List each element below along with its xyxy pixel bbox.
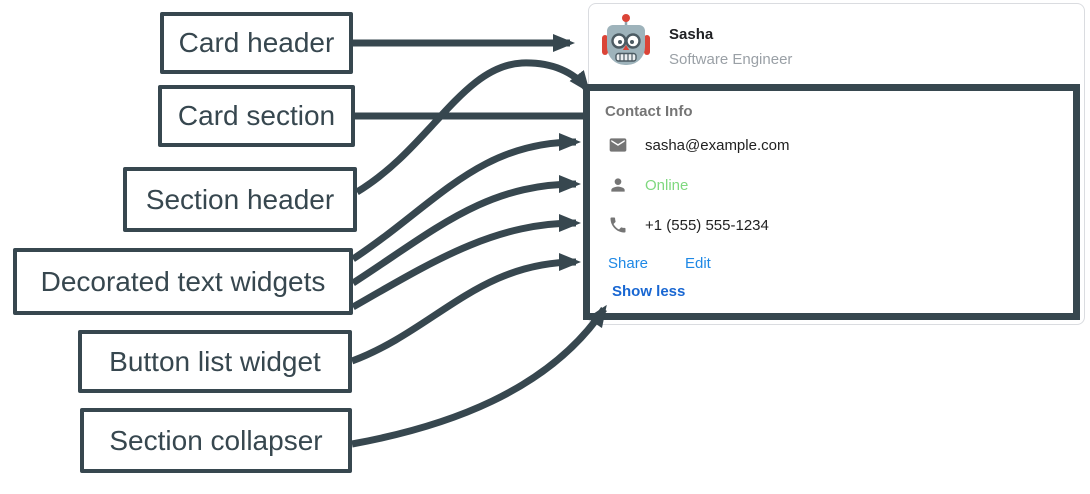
decorated-text-row-status: Online (608, 175, 688, 195)
card-header-area: Sasha Software Engineer (589, 4, 1084, 84)
person-icon (611, 178, 625, 192)
edit-button[interactable]: Edit (685, 255, 711, 272)
phone-icon (610, 217, 626, 233)
arrow-section-header (355, 59, 591, 195)
label-card-header: Card header (160, 12, 353, 74)
arrow-section-collapser (351, 304, 607, 448)
person-name: Sasha (669, 26, 714, 43)
phone-text: +1 (555) 555-1234 (645, 216, 769, 234)
person-role: Software Engineer (669, 51, 793, 68)
arrow-decorated-phone (351, 214, 581, 311)
label-section-header: Section header (123, 167, 357, 232)
label-card-section: Card section (158, 85, 355, 147)
arrow-decorated-status (351, 175, 581, 286)
decorated-text-row-email: sasha@example.com (608, 135, 789, 155)
status-text: Online (645, 176, 689, 194)
label-decorated-text-widgets: Decorated text widgets (13, 248, 353, 315)
robot-avatar-icon (602, 14, 650, 65)
decorated-text-row-phone: +1 (555) 555-1234 (608, 215, 769, 235)
show-less-button[interactable]: Show less (612, 283, 686, 300)
arrow-decorated-email (351, 133, 581, 262)
email-text: sasha@example.com (645, 136, 790, 154)
arrow-button-list (350, 253, 581, 365)
label-button-list-widget: Button list widget (78, 330, 352, 393)
label-section-collapser: Section collapser (80, 408, 352, 473)
share-button[interactable]: Share (608, 255, 649, 272)
email-icon (609, 138, 627, 152)
contact-card: Sasha Software Engineer (588, 3, 1085, 325)
section-title: Contact Info (605, 103, 693, 120)
